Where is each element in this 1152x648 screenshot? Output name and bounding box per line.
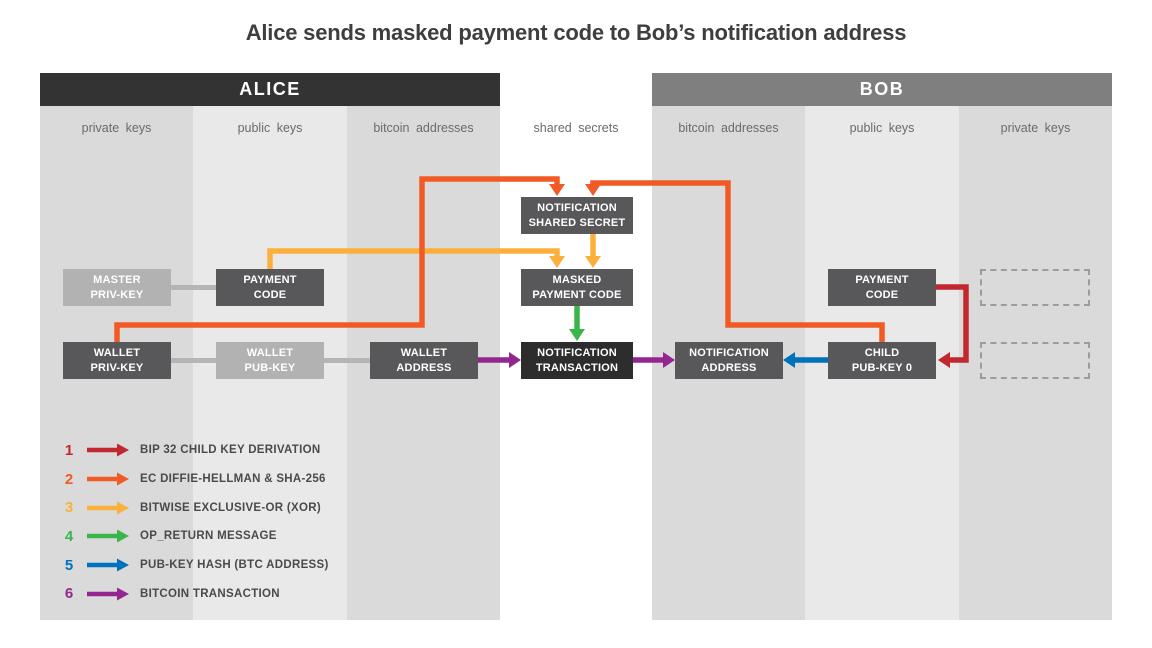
green-arrow-icon: [87, 529, 129, 543]
legend-number-2: 2: [64, 470, 74, 488]
legend-row-6: 6 BITCOIN TRANSACTION: [60, 579, 329, 608]
node-notification-transaction: NOTIFICATION TRANSACTION: [521, 342, 633, 379]
column-label-shared-secrets: shared secrets: [533, 121, 619, 135]
node-notification-address: NOTIFICATION ADDRESS: [675, 342, 783, 379]
legend-row-4: 4 OP_RETURN MESSAGE: [60, 522, 329, 551]
legend-number-6: 6: [64, 585, 74, 603]
legend-row-5: 5 PUB-KEY HASH (BTC ADDRESS): [60, 551, 329, 580]
column-label-alice-bitcoin-addresses: bitcoin addresses: [373, 121, 474, 135]
node-child-pub-key-0: CHILD PUB-KEY 0: [828, 342, 936, 379]
legend-label-4: OP_RETURN MESSAGE: [140, 530, 277, 543]
column-label-alice-public-keys: public keys: [237, 121, 303, 135]
page-title: Alice sends masked payment code to Bob’s…: [245, 20, 907, 45]
legend-number-1: 1: [64, 441, 74, 459]
legend: 1 BIP 32 CHILD KEY DERIVATION 2 EC DIFFI…: [60, 436, 329, 608]
connector-wallet-priv-to-pub: [171, 358, 216, 363]
blue-arrow-icon: [87, 558, 129, 572]
legend-row-3: 3 BITWISE EXCLUSIVE-OR (XOR): [60, 493, 329, 522]
arrowhead-ecdh-left: [549, 184, 565, 196]
column-label-alice-private-keys: private keys: [81, 121, 152, 135]
yellow-arrow-icon: [87, 501, 129, 515]
red-arrow-icon: [87, 443, 129, 457]
column-label-bob-private-keys: private keys: [1000, 121, 1071, 135]
column-label-bob-bitcoin-addresses: bitcoin addresses: [678, 121, 779, 135]
node-master-priv-key: MASTER PRIV-KEY: [63, 269, 171, 306]
legend-number-5: 5: [64, 556, 74, 574]
legend-number-4: 4: [64, 527, 74, 545]
arrowhead-tx-left: [509, 352, 521, 368]
node-wallet-pub-key: WALLET PUB-KEY: [216, 342, 324, 379]
purple-arrow-icon: [87, 587, 129, 601]
node-alice-payment-code: PAYMENT CODE: [216, 269, 324, 306]
legend-label-6: BITCOIN TRANSACTION: [140, 587, 280, 600]
node-wallet-address: WALLET ADDRESS: [370, 342, 478, 379]
orange-arrow-icon: [87, 472, 129, 486]
legend-label-5: PUB-KEY HASH (BTC ADDRESS): [140, 559, 329, 572]
node-bob-payment-code: PAYMENT CODE: [828, 269, 936, 306]
legend-label-2: EC DIFFIE-HELLMAN & SHA-256: [140, 473, 326, 486]
bob-priv-key-placeholder-2: [980, 342, 1090, 379]
node-masked-payment-code: MASKED PAYMENT CODE: [521, 269, 633, 306]
legend-row-2: 2 EC DIFFIE-HELLMAN & SHA-256: [60, 465, 329, 494]
connector-wallet-pub-to-address: [324, 358, 370, 363]
node-notification-shared-secret: NOTIFICATION SHARED SECRET: [521, 197, 633, 234]
arrowhead-xor-right: [585, 256, 601, 268]
bob-private-keys-column: [959, 106, 1112, 620]
bob-priv-key-placeholder-1: [980, 269, 1090, 306]
legend-number-3: 3: [64, 499, 74, 517]
arrowhead-ecdh-right: [585, 184, 601, 196]
bob-header: BOB: [652, 73, 1112, 106]
legend-row-1: 1 BIP 32 CHILD KEY DERIVATION: [60, 436, 329, 465]
arrowhead-op-return: [569, 329, 585, 341]
node-wallet-priv-key: WALLET PRIV-KEY: [63, 342, 171, 379]
alice-header: ALICE: [40, 73, 500, 106]
legend-label-1: BIP 32 CHILD KEY DERIVATION: [140, 444, 321, 457]
arrowhead-xor-left: [549, 256, 565, 268]
column-label-bob-public-keys: public keys: [849, 121, 915, 135]
legend-label-3: BITWISE EXCLUSIVE-OR (XOR): [140, 501, 321, 514]
connector-master-to-payment-code: [171, 285, 216, 290]
